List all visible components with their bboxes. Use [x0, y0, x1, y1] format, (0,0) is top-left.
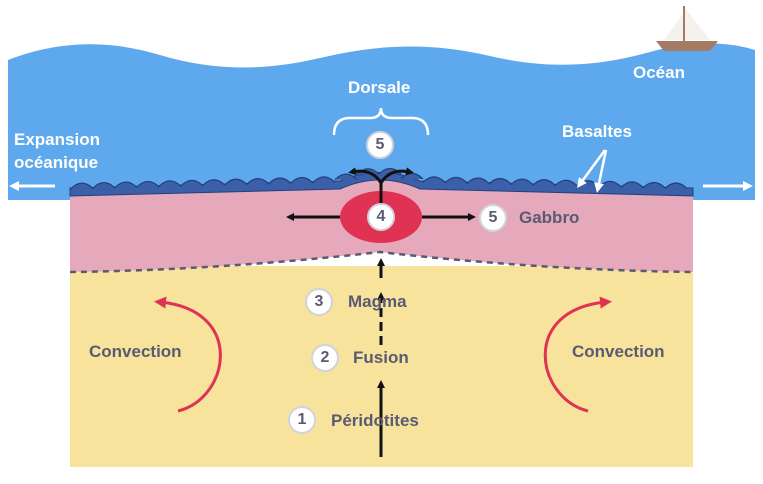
pillow-lava: [268, 177, 292, 184]
pillow-lava: [510, 178, 534, 186]
basalts-pointer-1: [577, 149, 607, 189]
convection-label-left: Convection: [89, 342, 182, 361]
pillow-lava: [664, 182, 688, 189]
pillow-lava: [554, 179, 578, 187]
pillow-lava: [158, 180, 182, 187]
pillow-lava: [532, 179, 556, 186]
ocean-label: Océan: [633, 63, 685, 82]
ridge-label: Dorsale: [348, 78, 411, 97]
gabbro-label: Gabbro: [519, 208, 580, 227]
sailboat-icon: [656, 6, 718, 51]
pillow-lavas: [70, 167, 688, 190]
peridotites-label: Péridotites: [331, 411, 419, 430]
basalt-crust: [69, 172, 694, 197]
convection-label-right: Convection: [572, 342, 665, 361]
spreading-label-line1: Expansion: [14, 130, 100, 149]
pillow-lava: [444, 176, 468, 184]
step-badge-chamber: 4: [367, 203, 395, 231]
pillow-lava: [136, 180, 160, 188]
step-badge-ridge: 5: [366, 131, 394, 159]
pillow-lava: [180, 179, 204, 187]
ridge-brace: [332, 107, 430, 136]
convection-arrow-right: [543, 296, 612, 413]
step-badge-melting: 2: [311, 344, 339, 372]
pillow-lava: [290, 176, 314, 184]
pillow-lava: [224, 178, 248, 186]
melting-boundary: [69, 250, 694, 274]
pillow-lava: [70, 182, 94, 190]
pillow-lava: [92, 182, 116, 189]
pillow-lava: [488, 177, 512, 185]
magma-label: Magma: [348, 292, 407, 311]
pillow-lava: [334, 173, 358, 181]
pillow-lava: [202, 179, 226, 186]
convection-arrow-left: [154, 296, 222, 413]
melting-label: Fusion: [353, 348, 409, 367]
basalts-pointer-2: [594, 149, 608, 193]
basalts-label: Basaltes: [562, 122, 632, 141]
pillow-lava: [246, 178, 270, 185]
step-badge-peridotites: 1: [288, 406, 316, 434]
arrow-ridge-right: [379, 167, 414, 184]
pillow-lava: [114, 181, 138, 188]
pillow-lava: [620, 181, 644, 188]
pillow-lava: [312, 176, 336, 183]
pillow-lava: [422, 176, 446, 183]
step-badge-magma: 3: [305, 288, 333, 316]
arrow-ridge-left: [348, 167, 383, 184]
step-badge-gabbro: 5: [479, 204, 507, 232]
spreading-label-line2: océanique: [14, 153, 99, 172]
pillow-lava: [642, 181, 666, 189]
ocean: [8, 43, 755, 200]
pillow-lava: [466, 177, 490, 184]
